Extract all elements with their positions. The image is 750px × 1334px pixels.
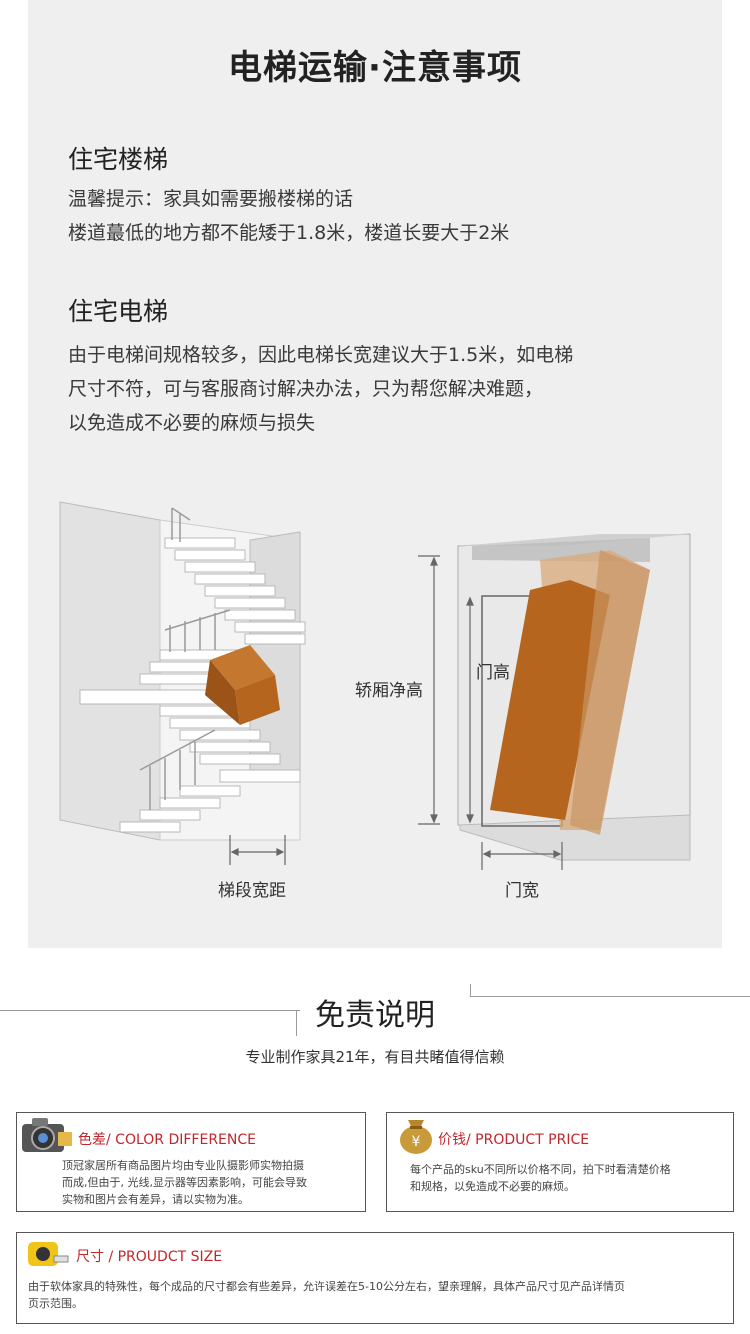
color-line-1: 顶冠家居所有商品图片均由专业队摄影师实物拍摄	[62, 1159, 304, 1172]
stair-width-label: 梯段宽距	[218, 881, 286, 901]
price-text: 每个产品的sku不同所以价格不同，拍下时看清楚价格 和规格，以免造成不必要的麻烦…	[410, 1161, 671, 1195]
elevator-line-1: 由于电梯间规格较多，因此电梯长宽建议大于1.5米，如电梯	[68, 344, 574, 366]
furniture-box	[205, 645, 280, 725]
color-line-2: 而成,但由于, 光线,显示器等因素影响，可能会导致	[62, 1176, 307, 1189]
elevator-illustration	[418, 533, 691, 870]
stairs-title: 住宅楼梯	[68, 145, 169, 174]
stairs-line-2: 楼道蕞低的地方都不能矮于1.8米，楼道长要大于2米	[68, 222, 510, 244]
elevator-line-2: 尺寸不符，可与客服商讨解决办法，只为帮您解决难题，	[68, 378, 544, 400]
color-line-3: 实物和图片会有差异，请以实物为准。	[62, 1193, 249, 1206]
size-line-2: 页示范围。	[28, 1297, 83, 1310]
price-heading: 价钱/ PRODUCT PRICE	[438, 1132, 590, 1148]
divider-left	[0, 1010, 300, 1011]
size-line-1: 由于软体家具的特殊性，每个成品的尺寸都会有些差异，允许误差在5-10公分左右，望…	[28, 1280, 625, 1293]
color-difference-box	[16, 1112, 366, 1212]
divider-left-tick	[296, 1010, 297, 1036]
color-text: 顶冠家居所有商品图片均由专业队摄影师实物拍摄 而成,但由于, 光线,显示器等因素…	[62, 1157, 307, 1208]
stairs-line-1: 温馨提示：家具如需要搬楼梯的话	[68, 188, 354, 210]
size-heading: 尺寸 / PROUDCT SIZE	[76, 1249, 223, 1265]
transport-diagram: 梯段宽距 轿厢净高 门高 门宽	[59, 501, 691, 901]
divider-right	[470, 996, 750, 997]
divider-right-tick	[470, 984, 471, 997]
price-box	[386, 1112, 734, 1212]
disclaimer-title: 免责说明	[315, 998, 435, 1033]
car-height-label: 轿厢净高	[355, 681, 423, 701]
size-text: 由于软体家具的特殊性，每个成品的尺寸都会有些差异，允许误差在5-10公分左右，望…	[28, 1278, 728, 1312]
staircase-illustration	[59, 501, 306, 865]
elevator-line-3: 以免造成不必要的麻烦与损失	[68, 412, 316, 434]
svg-text:¥: ¥	[412, 1134, 421, 1150]
money-bag-icon: ¥	[400, 1120, 432, 1154]
size-box	[16, 1232, 734, 1324]
color-heading: 色差/ COLOR DIFFERENCE	[78, 1132, 256, 1148]
price-line-2: 和规格，以免造成不必要的麻烦。	[410, 1180, 575, 1193]
price-line-1: 每个产品的sku不同所以价格不同，拍下时看清楚价格	[410, 1163, 671, 1176]
tape-measure-icon	[28, 1242, 69, 1266]
camera-icon	[22, 1118, 72, 1152]
door-width-label: 门宽	[505, 881, 539, 901]
door-height-label: 门高	[476, 663, 510, 683]
disclaimer-subtitle: 专业制作家具21年，有目共睹值得信赖	[245, 1048, 505, 1066]
elevator-title: 住宅电梯	[68, 297, 169, 326]
page-title: 电梯运输·注意事项	[228, 48, 522, 88]
